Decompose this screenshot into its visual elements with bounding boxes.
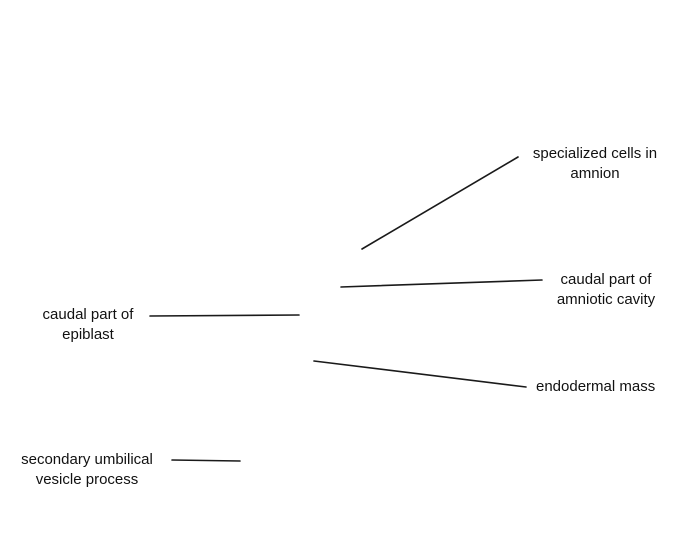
- label-line: amnion: [570, 165, 620, 182]
- label-secondary-umbilical-vesicle-process: secondary umbilical vesicle process: [6, 450, 168, 490]
- leader-line-endodermal-mass: [313, 360, 527, 388]
- leader-line-umbilical-process: [171, 459, 241, 462]
- label-specialized-cells-in-amnion: specialized cells in amnion: [520, 144, 670, 184]
- leader-line-caudal-amniotic-cavity: [340, 279, 543, 288]
- label-caudal-part-of-epiblast: caudal part of epiblast: [28, 305, 148, 345]
- label-endodermal-mass: endodermal mass: [536, 377, 655, 397]
- leader-line-specialized-cells: [361, 156, 519, 250]
- leader-line-caudal-epiblast: [149, 314, 300, 317]
- label-line: epiblast: [62, 326, 114, 343]
- label-line: specialized cells in: [532, 145, 658, 162]
- label-line: amniotic cavity: [556, 291, 656, 308]
- label-line: endodermal mass: [536, 378, 656, 395]
- label-caudal-part-of-amniotic-cavity: caudal part of amniotic cavity: [546, 270, 666, 310]
- label-line: secondary umbilical: [21, 451, 153, 468]
- label-line: caudal part of: [560, 271, 652, 288]
- label-line: vesicle process: [35, 471, 139, 488]
- label-line: caudal part of: [42, 306, 134, 323]
